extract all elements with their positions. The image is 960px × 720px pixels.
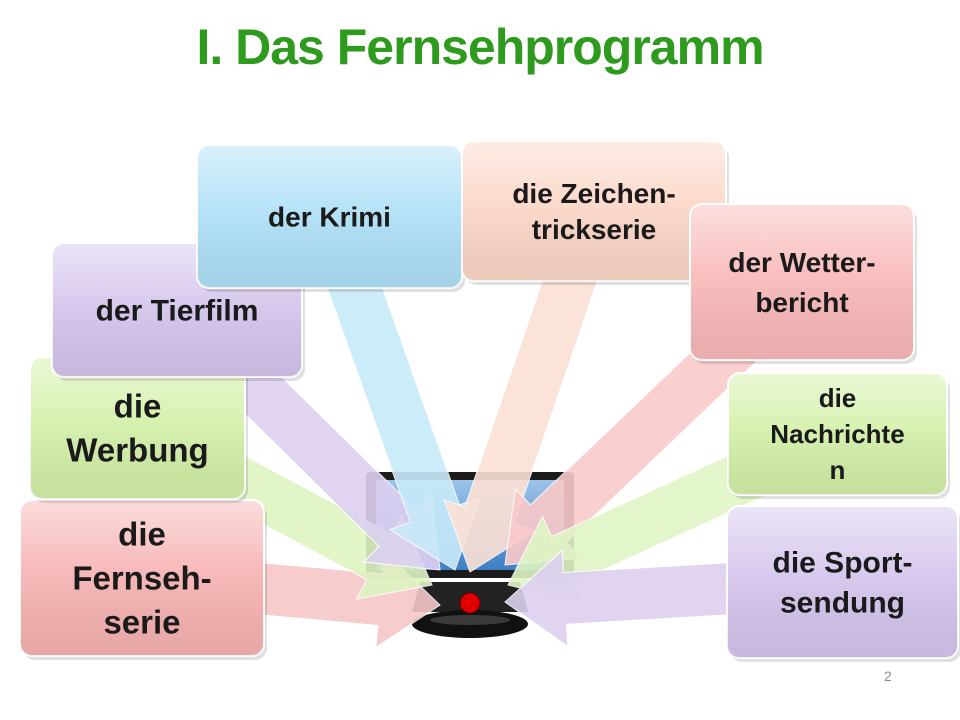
box-gloss (728, 373, 947, 495)
box-gloss (20, 500, 264, 656)
box-label-nachrichten: die (819, 383, 857, 413)
box-label-wetterbericht: der Wetter- (728, 247, 875, 278)
box-label-tierfilm: der Tierfilm (96, 295, 259, 328)
box-wetterbericht: der Wetter-bericht (689, 203, 917, 364)
box-label-zeichentrickserie: die Zeichen- (512, 178, 675, 209)
box-label-zeichentrickserie: trickserie (532, 214, 657, 245)
box-label-nachrichten: Nachrichte (770, 419, 904, 449)
page-title: I. Das Fernsehprogramm (196, 19, 764, 75)
box-label-werbung: Werbung (66, 432, 208, 469)
box-gloss (727, 506, 958, 658)
box-label-fernsehserie: die (118, 516, 166, 553)
box-label-werbung: die (114, 388, 162, 425)
page-number: 2 (884, 668, 892, 684)
box-krimi: der Krimi (196, 144, 465, 292)
box-gloss (690, 204, 914, 360)
box-gloss (462, 141, 726, 281)
box-label-fernsehserie: Fernseh- (72, 560, 211, 597)
box-gloss (30, 357, 245, 499)
tv-power-button (459, 592, 481, 614)
box-label-krimi: der Krimi (268, 201, 391, 232)
box-zeichentrickserie: die Zeichen-trickserie (461, 140, 729, 285)
tv-base-highlight (430, 615, 510, 625)
box-gloss (197, 145, 462, 288)
box-label-sportsendung: sendung (780, 587, 905, 620)
box-sportsendung: die Sport-sendung (726, 505, 960, 662)
box-label-fernsehserie: serie (103, 604, 180, 641)
box-label-sportsendung: die Sport- (773, 547, 913, 580)
box-label-nachrichten: n (830, 455, 846, 485)
box-label-wetterbericht: bericht (755, 287, 848, 318)
